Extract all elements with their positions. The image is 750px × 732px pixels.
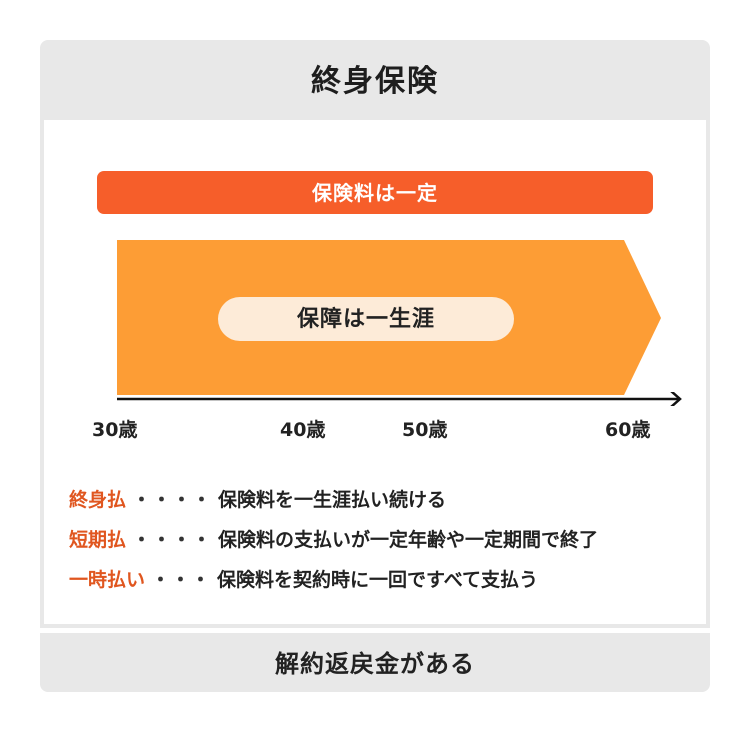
legend-dots: ・・・・: [132, 489, 213, 511]
legend-key: 一時払い: [69, 569, 146, 591]
legend-desc: 保険料を一生涯払い続ける: [218, 489, 447, 511]
tick-age-30: 30歳: [92, 419, 138, 441]
legend-row-short-term-payment: 短期払・・・・保険料の支払いが一定年齢や一定期間で終了: [69, 520, 598, 560]
legend-desc: 保険料を契約時に一回ですべて支払う: [217, 569, 538, 591]
legend-desc: 保険料の支払いが一定年齢や一定期間で終了: [218, 529, 599, 551]
legend-key: 終身払: [69, 489, 127, 511]
tick-age-50: 50歳: [402, 419, 448, 441]
legend-row-lifetime-payment: 終身払・・・・保険料を一生涯払い続ける: [69, 480, 598, 520]
tick-age-40: 40歳: [280, 419, 326, 441]
coverage-lifetime-pill: 保障は一生涯: [218, 297, 514, 341]
legend-key: 短期払: [69, 529, 127, 551]
whole-life-insurance-card: 終身保険 保険料は一定 保障は一生涯 30歳 40歳 50歳 60歳 終身払・・…: [40, 40, 710, 628]
age-axis-arrow-icon: [117, 392, 682, 406]
legend-dots: ・・・・: [132, 529, 213, 551]
card-title: 終身保険: [311, 64, 439, 99]
surrender-value-footer: 解約返戻金がある: [40, 633, 710, 692]
tick-age-60: 60歳: [605, 419, 651, 441]
premium-constant-bar: 保険料は一定: [97, 171, 653, 214]
diagram-body: 保険料は一定 保障は一生涯 30歳 40歳 50歳 60歳 終身払・・・・保険料…: [44, 120, 706, 624]
legend-row-single-payment: 一時払い・・・保険料を契約時に一回ですべて支払う: [69, 560, 598, 600]
legend-dots: ・・・: [151, 569, 212, 591]
payment-method-legend: 終身払・・・・保険料を一生涯払い続ける 短期払・・・・保険料の支払いが一定年齢や…: [69, 480, 598, 600]
